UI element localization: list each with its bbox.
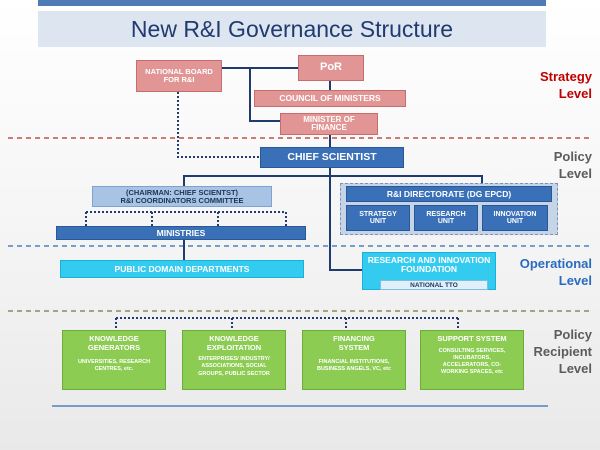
directorate-label: R&I DIRECTORATE (DG EPCD) <box>386 188 512 199</box>
recipient-level-line2: Recipient <box>533 344 592 359</box>
recipient-4-sub-line3: ACCELERATORS, CO- <box>442 361 502 368</box>
policy-level-line1: Policy <box>553 149 592 164</box>
coordinators-line1: (CHAIRMAN: CHIEF SCIENTST) <box>125 187 239 197</box>
recipient-2-sub-line1: ENTERPRISES/ INDUSTRY/ <box>198 356 270 363</box>
recipient-knowledge-exploitation: KNOWLEDGE EXPLOITATION ENTERPRISES/ INDU… <box>182 330 286 390</box>
national-board-line2: FOR R&I <box>163 75 195 84</box>
strategy-unit-line1: STRATEGY <box>359 210 397 218</box>
research-unit-box: RESEARCH UNIT <box>414 205 478 231</box>
rif-line2: FOUNDATION <box>400 263 458 274</box>
ministries-box: MINISTRIES <box>56 226 306 240</box>
strategy-unit-box: STRATEGY UNIT <box>346 205 410 231</box>
chief-scientist-box: CHIEF SCIENTIST <box>260 147 404 168</box>
strategy-unit-line2: UNIT <box>369 218 387 225</box>
recipient-support-system: SUPPORT SYSTEM CONSULTING SERVICES, INCU… <box>420 330 524 390</box>
recipient-3-title-line2: SYSTEM <box>338 342 370 352</box>
recipient-level-line1: Policy <box>553 327 592 342</box>
recipient-3-sub-line1: FINANCIAL INSTITUTIONS, <box>318 359 390 366</box>
operational-level-line1: Operational <box>519 256 592 271</box>
recipient-2-sub-line2: ASSOCIATIONS, SOCIAL <box>201 363 267 370</box>
ministries-label: MINISTRIES <box>156 227 206 238</box>
national-tto-box: NATIONAL TTO <box>380 280 488 290</box>
chief-to-rif <box>329 176 362 271</box>
innovation-unit-line2: UNIT <box>506 218 524 225</box>
public-domain-label: PUBLIC DOMAIN DEPARTMENTS <box>114 263 250 274</box>
chief-to-directorate <box>330 175 483 184</box>
recipient-1-title-line1: KNOWLEDGE <box>89 334 139 343</box>
recipient-knowledge-generators: KNOWLEDGE GENERATORS UNIVERSITIES, RESEA… <box>62 330 166 390</box>
strategy-level-label: Strategy Level <box>500 68 592 102</box>
recipient-2-sub-line3: GROUPS, PUBLIC SECTOR <box>198 370 270 377</box>
recipient-3-title-line1: FINANCING <box>333 334 375 343</box>
council-box: COUNCIL OF MINISTERS <box>254 90 406 107</box>
page-title: New R&I Governance Structure <box>130 15 454 42</box>
recipient-2-title-line1: KNOWLEDGE <box>209 334 259 343</box>
por-box: PoR <box>298 55 364 81</box>
board-dotted-to-chief <box>177 92 260 158</box>
recipient-financing-system: FINANCING SYSTEM FINANCIAL INSTITUTIONS,… <box>302 330 406 390</box>
recipient-1-sub-line2: CENTRES, etc. <box>94 366 134 373</box>
minister-line2: FINANCE <box>311 123 347 132</box>
title-banner: New R&I Governance Structure <box>38 11 546 47</box>
por-label: PoR <box>320 61 342 74</box>
policy-level-line2: Level <box>558 166 592 181</box>
recipient-2-title-line2: EXPLOITATION <box>206 342 262 352</box>
coordinators-box: (CHAIRMAN: CHIEF SCIENTST) R&I COORDINAT… <box>92 186 272 207</box>
research-unit-line2: UNIT <box>437 218 455 225</box>
public-domain-box: PUBLIC DOMAIN DEPARTMENTS <box>60 260 304 278</box>
national-board-line1: NATIONAL BOARD <box>145 67 213 77</box>
operational-level-label: Operational Level <box>494 255 592 289</box>
recipient-level-label: Policy Recipient Level <box>500 326 592 377</box>
strategy-level-line1: Strategy <box>539 69 592 84</box>
policy-level-label: Policy Level <box>500 148 592 182</box>
chief-to-coordinators <box>183 168 331 186</box>
title-accent-bar <box>38 0 546 6</box>
rif-line1: RESEARCH AND INNOVATION <box>367 255 491 265</box>
national-tto-label: NATIONAL TTO <box>410 281 458 289</box>
recipient-3-sub-line2: BUSINESS ANGELS, VC, etc <box>316 366 392 373</box>
council-label: COUNCIL OF MINISTERS <box>279 93 381 104</box>
recipient-1-title-line2: GENERATORS <box>87 342 141 352</box>
national-board-box: NATIONAL BOARD FOR R&I <box>136 60 222 92</box>
recipient-level-line3: Level <box>558 361 592 376</box>
operational-level-line2: Level <box>558 273 592 288</box>
minister-line1: MINISTER OF <box>303 114 355 124</box>
coordinators-line2: R&I COORDINATORS COMMITTEE <box>120 195 244 205</box>
innovation-unit-line1: INNOVATION <box>493 210 537 218</box>
directorate-box: R&I DIRECTORATE (DG EPCD) <box>346 186 552 202</box>
recipient-4-sub-line2: INCUBATORS, <box>453 354 491 361</box>
research-unit-line1: RESEARCH <box>426 210 466 218</box>
chief-scientist-label: CHIEF SCIENTIST <box>287 150 377 163</box>
strategy-level-line2: Level <box>558 86 592 101</box>
recipient-4-sub-line4: WORKING SPACES, etc <box>441 369 503 376</box>
board-to-minister <box>249 68 280 122</box>
innovation-unit-box: INNOVATION UNIT <box>482 205 548 231</box>
recipient-4-title-line1: SUPPORT SYSTEM <box>437 334 507 343</box>
recipient-1-sub-line1: UNIVERSITIES, RESEARCH <box>77 359 151 366</box>
recipient-4-sub-line1: CONSULTING SERVICES, <box>438 347 506 354</box>
minister-box: MINISTER OF FINANCE <box>280 113 378 135</box>
